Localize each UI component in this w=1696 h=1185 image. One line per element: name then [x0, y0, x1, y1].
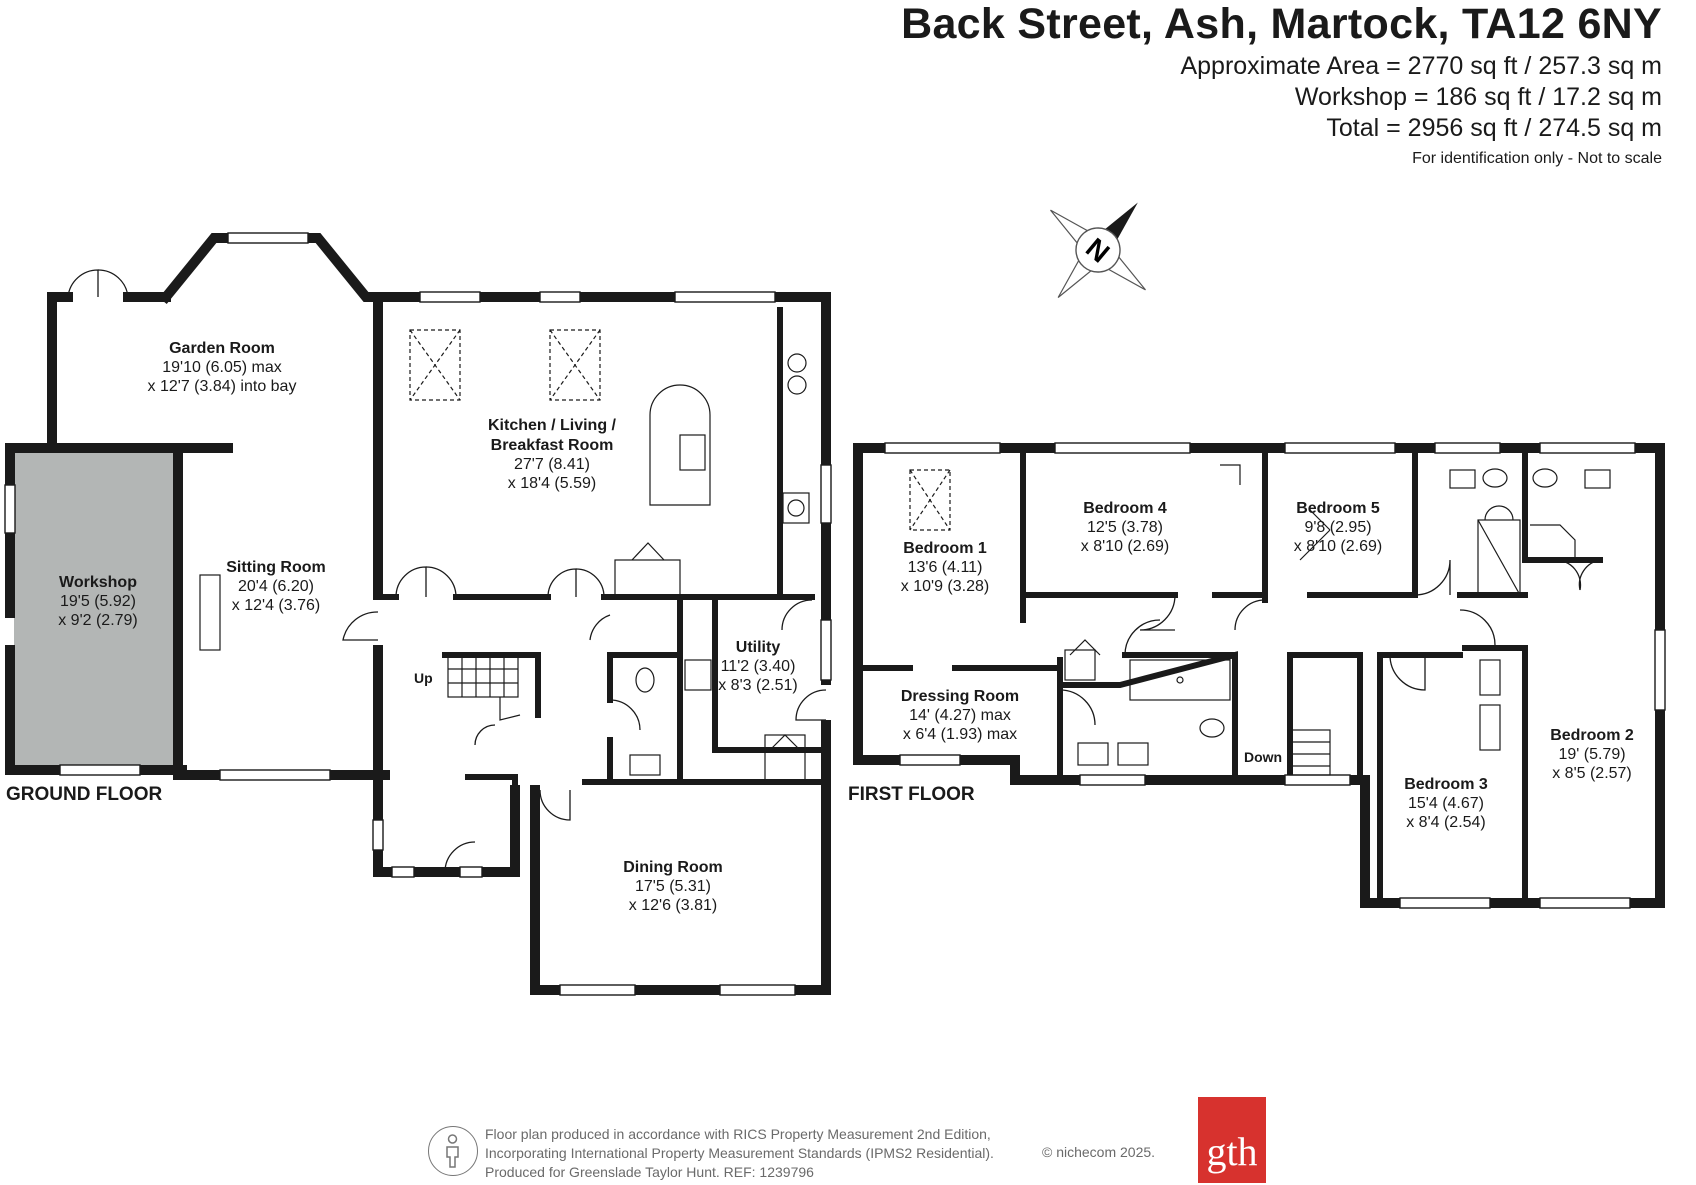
svg-text:x 10'9 (3.28): x 10'9 (3.28): [901, 578, 989, 595]
room-dressing-room: Dressing Room 14' (4.27) max x 6'4 (1.93…: [901, 688, 1019, 743]
property-address: Back Street, Ash, Martock, TA12 6NY: [901, 0, 1662, 48]
room-bedroom-5: Bedroom 5 9'8 (2.95) x 8'10 (2.69): [1294, 500, 1382, 555]
svg-text:x 8'5 (2.57): x 8'5 (2.57): [1552, 765, 1632, 782]
footer-line-2: Incorporating International Property Mea…: [485, 1145, 994, 1161]
svg-text:x 6'4 (1.93) max: x 6'4 (1.93) max: [903, 726, 1017, 743]
copyright: © nichecom 2025.: [1042, 1144, 1156, 1160]
svg-text:14' (4.27) max: 14' (4.27) max: [909, 707, 1011, 724]
svg-text:Dining Room: Dining Room: [623, 859, 723, 876]
svg-text:Sitting Room: Sitting Room: [226, 559, 326, 576]
svg-text:Bedroom 3: Bedroom 3: [1404, 776, 1488, 793]
svg-text:x 8'4 (2.54): x 8'4 (2.54): [1406, 814, 1486, 831]
svg-text:Kitchen / Living /: Kitchen / Living /: [488, 417, 617, 434]
room-utility: Utility 11'2 (3.40) x 8'3 (2.51): [718, 639, 798, 694]
svg-text:x 12'7 (3.84) into bay: x 12'7 (3.84) into bay: [148, 378, 297, 395]
svg-text:Bedroom 1: Bedroom 1: [903, 540, 987, 557]
svg-text:19' (5.79): 19' (5.79): [1558, 746, 1625, 763]
compass-icon: [1050, 202, 1146, 298]
svg-text:19'10 (6.05) max: 19'10 (6.05) max: [162, 359, 282, 376]
room-bedroom-4: Bedroom 4 12'5 (3.78) x 8'10 (2.69): [1081, 500, 1169, 555]
svg-text:Workshop: Workshop: [59, 574, 137, 591]
ground-floor-doors: [67, 269, 827, 873]
svg-text:Breakfast Room: Breakfast Room: [491, 437, 614, 454]
ground-floor-fixtures: [199, 329, 810, 781]
svg-text:Bedroom 4: Bedroom 4: [1083, 500, 1167, 517]
room-bedroom-2: Bedroom 2 19' (5.79) x 8'5 (2.57): [1550, 727, 1634, 782]
workshop-area: Workshop = 186 sq ft / 17.2 sq m: [1294, 83, 1662, 111]
room-workshop: Workshop 19'5 (5.92) x 9'2 (2.79): [58, 574, 138, 629]
svg-text:11'2 (3.40): 11'2 (3.40): [721, 658, 796, 675]
room-bedroom-1: Bedroom 1 13'6 (4.11) x 10'9 (3.28): [901, 540, 989, 595]
svg-text:x 8'3 (2.51): x 8'3 (2.51): [718, 677, 798, 694]
svg-text:19'5 (5.92): 19'5 (5.92): [60, 593, 136, 610]
ground-floor-windows: [4, 232, 832, 996]
room-bedroom-3: Bedroom 3 15'4 (4.67) x 8'4 (2.54): [1404, 776, 1488, 831]
svg-text:Utility: Utility: [736, 639, 781, 656]
svg-text:9'8 (2.95): 9'8 (2.95): [1304, 519, 1371, 536]
svg-text:x 8'10 (2.69): x 8'10 (2.69): [1294, 538, 1382, 555]
footer-text: Floor plan produced in accordance with R…: [485, 1125, 994, 1182]
svg-text:15'4 (4.67): 15'4 (4.67): [1408, 795, 1484, 812]
room-kitchen: Kitchen / Living / Breakfast Room 27'7 (…: [488, 417, 617, 492]
person-icon: [428, 1126, 478, 1176]
first-floor-doors: [1059, 559, 1601, 726]
first-floor-fixtures: [909, 464, 1611, 776]
total-area: Total = 2956 sq ft / 274.5 sq m: [1326, 114, 1662, 142]
svg-text:x 12'4 (3.76): x 12'4 (3.76): [232, 597, 320, 614]
svg-text:x 12'6 (3.81): x 12'6 (3.81): [629, 897, 717, 914]
scale-note: For identification only - Not to scale: [1412, 150, 1662, 167]
svg-text:27'7 (8.41): 27'7 (8.41): [514, 456, 590, 473]
svg-text:12'5 (3.78): 12'5 (3.78): [1087, 519, 1163, 536]
footer-line-1: Floor plan produced in accordance with R…: [485, 1126, 991, 1142]
svg-text:Bedroom 5: Bedroom 5: [1296, 500, 1380, 517]
stairs-down-label: Down: [1244, 749, 1282, 765]
footer-line-3: Produced for Greenslade Taylor Hunt. REF…: [485, 1164, 814, 1180]
svg-text:x 9'2 (2.79): x 9'2 (2.79): [58, 612, 138, 629]
svg-text:x 18'4 (5.59): x 18'4 (5.59): [508, 475, 596, 492]
svg-text:17'5 (5.31): 17'5 (5.31): [635, 878, 711, 895]
room-sitting-room: Sitting Room 20'4 (6.20) x 12'4 (3.76): [226, 559, 326, 614]
svg-text:Bedroom 2: Bedroom 2: [1550, 727, 1634, 744]
first-floor-label: FIRST FLOOR: [848, 784, 975, 805]
ground-floor-walls: [5, 233, 831, 995]
approximate-area: Approximate Area = 2770 sq ft / 257.3 sq…: [1180, 52, 1662, 80]
room-garden-room: Garden Room 19'10 (6.05) max x 12'7 (3.8…: [148, 340, 297, 395]
svg-text:20'4 (6.20): 20'4 (6.20): [238, 578, 314, 595]
svg-text:13'6 (4.11): 13'6 (4.11): [908, 559, 983, 576]
svg-text:x 8'10 (2.69): x 8'10 (2.69): [1081, 538, 1169, 555]
first-floor-walls: [853, 443, 1665, 908]
workshop-shading: [14, 448, 174, 766]
room-dining-room: Dining Room 17'5 (5.31) x 12'6 (3.81): [623, 859, 723, 914]
gth-logo: gth: [1198, 1097, 1266, 1183]
stairs-up-label: Up: [414, 670, 433, 686]
svg-text:Garden Room: Garden Room: [169, 340, 275, 357]
first-floor-windows: [884, 442, 1666, 909]
svg-text:Dressing Room: Dressing Room: [901, 688, 1019, 705]
ground-floor-label: GROUND FLOOR: [6, 784, 162, 805]
